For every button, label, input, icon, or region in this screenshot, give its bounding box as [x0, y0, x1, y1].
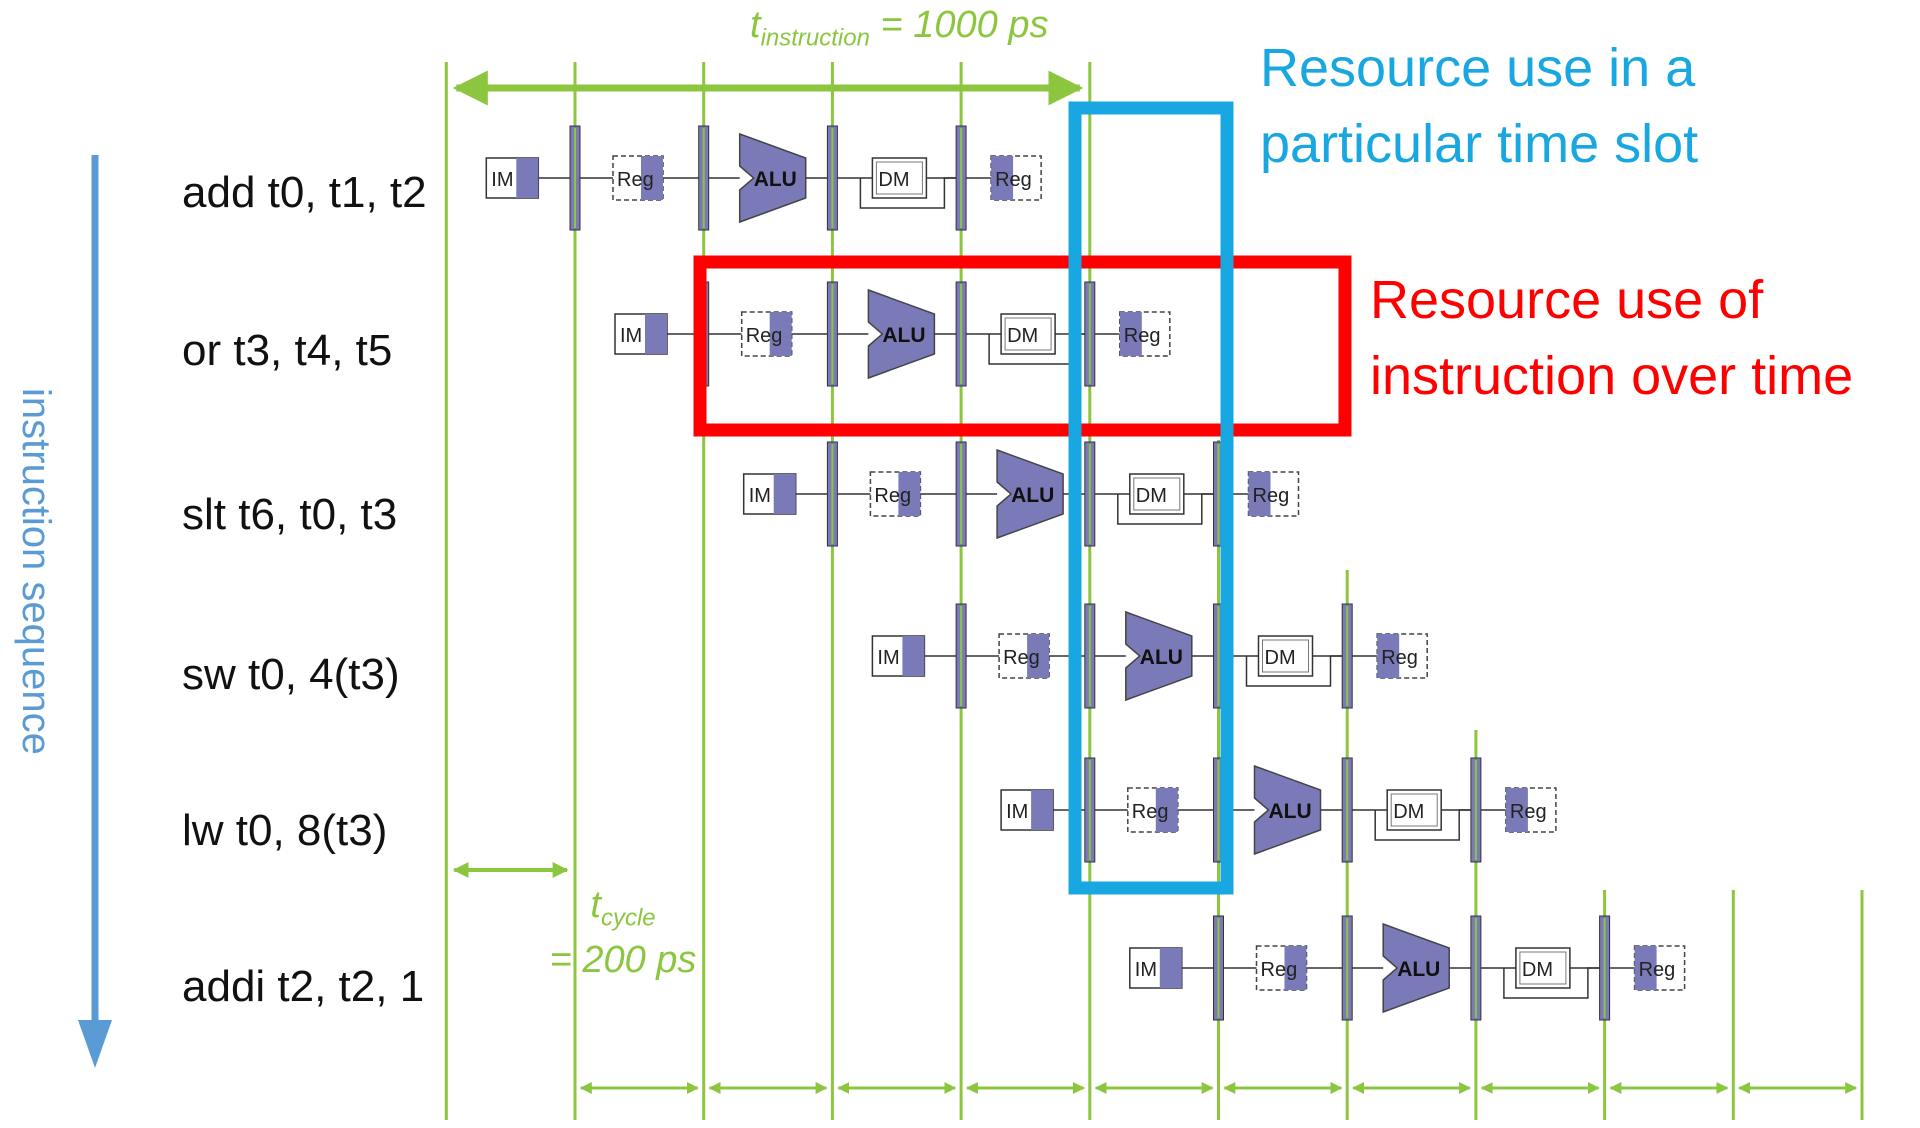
regfile-read-shade [641, 156, 663, 200]
instruction-label-add: add t0, t1, t2 [182, 168, 427, 217]
regfile-read-shade [898, 472, 921, 516]
pipeline-row: IM Reg ALU DM Reg [871, 603, 1428, 709]
im-label: IM [877, 647, 899, 669]
regfile-write-label: Reg [1510, 801, 1547, 823]
dm-box-inner [1133, 477, 1181, 511]
regfile-read-label: Reg [1003, 647, 1040, 669]
cycle-time-label: tcycle = 200 ps [548, 886, 698, 982]
instruction-label-addi: addi t2, t2, 1 [182, 962, 425, 1011]
instruction-time-value: = 1000 ps [880, 4, 1049, 46]
regfile-write-label: Reg [1124, 325, 1161, 347]
alu-shape [867, 288, 936, 380]
instruction-label-slt: slt t6, t0, t3 [182, 490, 398, 539]
cycle-time-symbol: t [590, 884, 601, 926]
im-box-shade [516, 158, 539, 198]
regfile-write-shade [1377, 634, 1400, 678]
alu-label: ALU [754, 168, 797, 191]
alu-label: ALU [882, 324, 925, 347]
regfile-read-label: Reg [746, 325, 783, 347]
instruction-annotation-line1: Resource use of [1370, 270, 1764, 330]
dm-box [1129, 473, 1185, 515]
regfile-read-label: Reg [874, 485, 911, 507]
im-label: IM [1006, 801, 1028, 823]
alu-shape [996, 448, 1064, 540]
regfile-write-shade [1248, 472, 1271, 516]
alu-label: ALU [1140, 646, 1183, 669]
dm-label: DM [1522, 959, 1553, 981]
regfile-write-label: Reg [1639, 959, 1676, 981]
alu-shape [738, 132, 807, 224]
regfile-read-shade [1284, 946, 1307, 990]
im-label: IM [491, 169, 513, 191]
instruction-label-sw: sw t0, 4(t3) [182, 650, 400, 699]
time-slot-highlight-box [1068, 101, 1234, 895]
instruction-highlight-box [693, 255, 1352, 437]
instruction-annotation-line2: instruction over time [1370, 346, 1854, 406]
dm-box-inner [1390, 793, 1438, 827]
regfile-read-label: Reg [1261, 959, 1298, 981]
dm-label: DM [1007, 325, 1038, 347]
cycle-time-symbol-row: tcycle [548, 886, 698, 938]
cycle-time-subscript: cycle [600, 904, 656, 932]
im-box-shade [1159, 948, 1182, 988]
instruction-time-subscript: instruction [760, 24, 870, 52]
dm-label: DM [1265, 647, 1296, 669]
dm-label: DM [1136, 485, 1167, 507]
time-slot-annotation-line2: particular time slot [1260, 114, 1699, 174]
time-slot-annotation: Resource use in a particular time slot [1260, 30, 1698, 182]
instruction-time-symbol: t [750, 4, 761, 46]
pipeline-row: IM Reg ALU DM Reg [614, 281, 1171, 387]
pipeline-row: IM Reg ALU DM Reg [742, 441, 1300, 547]
dm-box [1000, 313, 1056, 355]
sequence-arrow-head [78, 1020, 112, 1068]
dm-label: DM [878, 169, 909, 191]
im-box-shade [1031, 790, 1054, 830]
pipeline-row: IM Reg ALU DM Reg [1129, 915, 1686, 1021]
regfile-write-shade [1634, 946, 1657, 990]
regfile-write-label: Reg [1381, 647, 1418, 669]
alu-label: ALU [1011, 484, 1054, 507]
dm-box [1515, 947, 1571, 989]
regfile-write-label: Reg [995, 169, 1032, 191]
im-label: IM [1135, 959, 1157, 981]
im-label: IM [620, 325, 642, 347]
highlight-overlays [693, 101, 1352, 895]
alu-label: ALU [1397, 958, 1440, 981]
regfile-write-shade [1505, 788, 1528, 832]
regfile-read-shade [769, 312, 792, 356]
regfile-read-label: Reg [617, 169, 654, 191]
dm-box-inner [1262, 639, 1309, 673]
pipeline-row: IM Reg ALU DM Reg [1000, 757, 1557, 863]
regfile-read-label: Reg [1132, 801, 1169, 823]
dm-box-inner [1004, 317, 1052, 351]
regfile-write-shade [991, 156, 1014, 200]
instruction-annotation: Resource use of instruction over time [1370, 262, 1853, 414]
dm-label: DM [1393, 801, 1424, 823]
dm-box-inner [875, 161, 923, 195]
instruction-sequence-label: instruction sequence [14, 388, 58, 755]
time-slot-annotation-line1: Resource use in a [1260, 38, 1696, 98]
instruction-label-or: or t3, t4, t5 [182, 326, 393, 375]
dm-box-inner [1519, 951, 1567, 985]
cycle-grid [78, 62, 1864, 1120]
im-box-shade [773, 474, 796, 514]
im-box-shade [645, 314, 667, 354]
im-label: IM [749, 485, 771, 507]
alu-shape [1253, 764, 1322, 856]
instruction-label-lw: lw t0, 8(t3) [182, 806, 388, 855]
alu-label: ALU [1269, 800, 1312, 823]
regfile-write-shade [1119, 312, 1142, 356]
alu-shape [1382, 922, 1450, 1014]
im-box-shade [902, 636, 925, 676]
instruction-time-label: tinstruction = 1000 ps [750, 4, 1049, 53]
cycle-time-value: = 200 ps [549, 938, 697, 981]
pipeline-row: IM Reg ALU DM Reg [485, 125, 1042, 231]
alu-shape [1125, 610, 1193, 702]
regfile-read-shade [1155, 788, 1178, 832]
regfile-write-label: Reg [1253, 485, 1290, 507]
regfile-read-shade [1027, 634, 1050, 678]
